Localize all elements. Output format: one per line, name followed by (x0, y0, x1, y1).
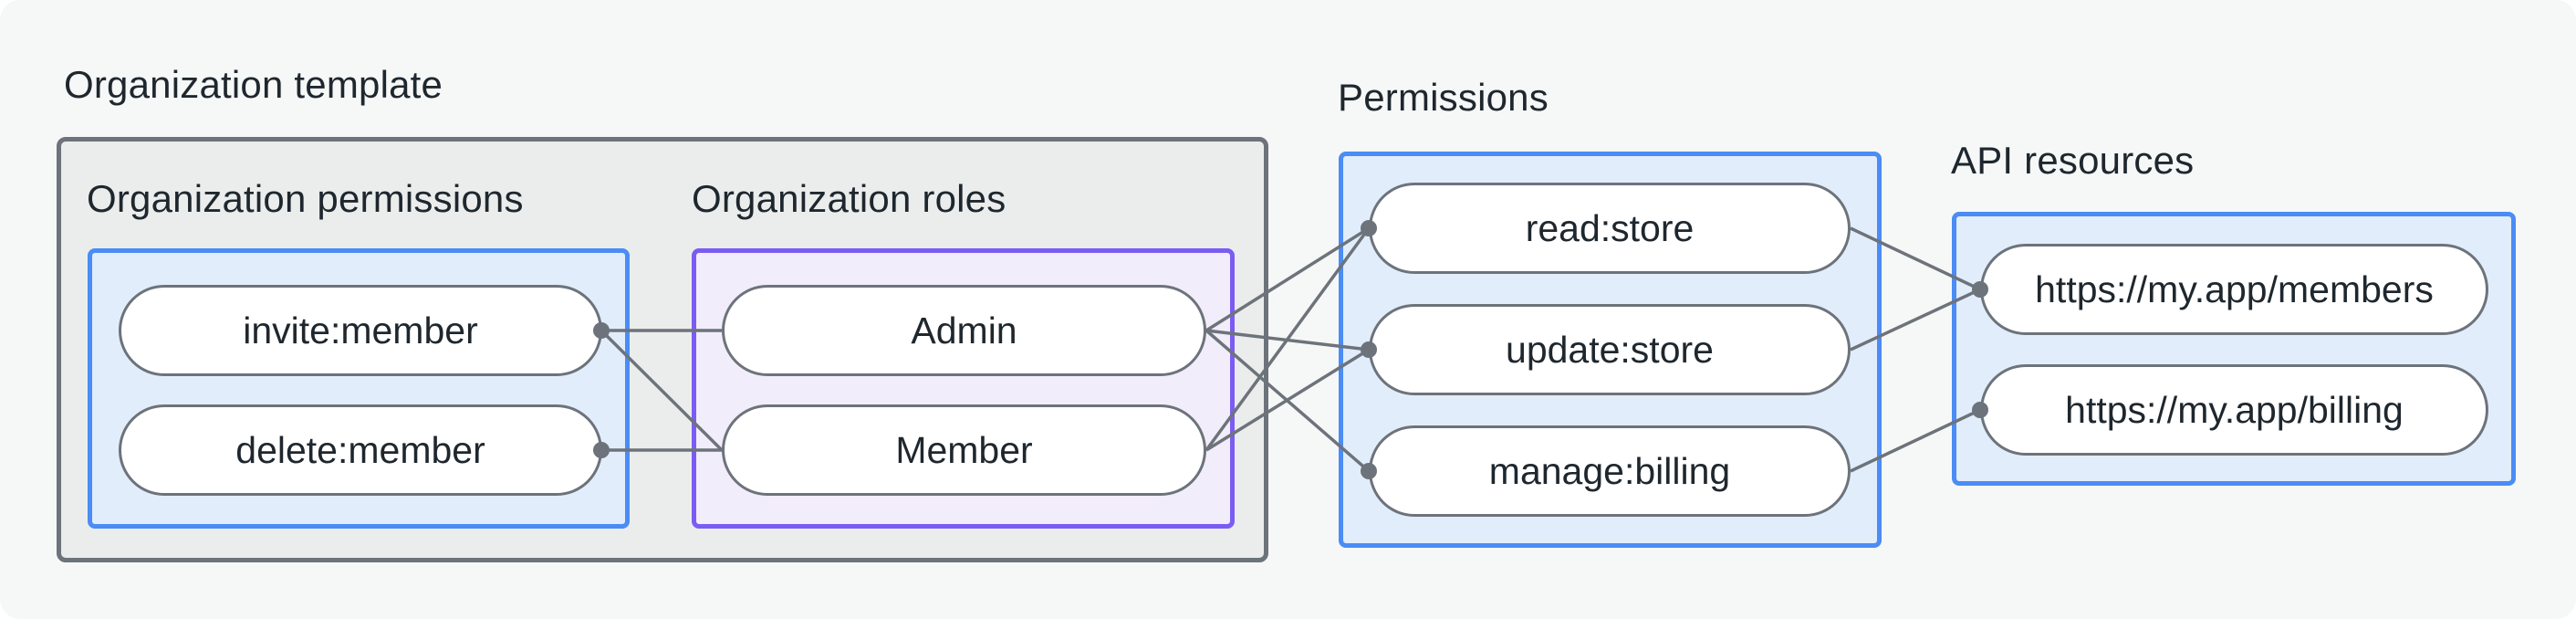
node-admin-role: Admin (722, 285, 1206, 376)
node-member-role: Member (722, 404, 1206, 496)
org-roles-label: Organization roles (692, 177, 1006, 220)
node-invite-member: invite:member (119, 285, 602, 376)
node-update-store: update:store (1369, 304, 1851, 395)
org-permissions-label: Organization permissions (87, 177, 524, 220)
node-manage-billing: manage:billing (1369, 425, 1851, 517)
node-delete-member: delete:member (119, 404, 602, 496)
node-read-store: read:store (1369, 183, 1851, 274)
node-api-billing: https://my.app/billing (1980, 364, 2488, 456)
permissions-label: Permissions (1338, 76, 1549, 119)
api-resources-label: API resources (1951, 139, 2195, 182)
org-template-label: Organization template (64, 63, 443, 106)
node-api-members: https://my.app/members (1980, 244, 2488, 335)
